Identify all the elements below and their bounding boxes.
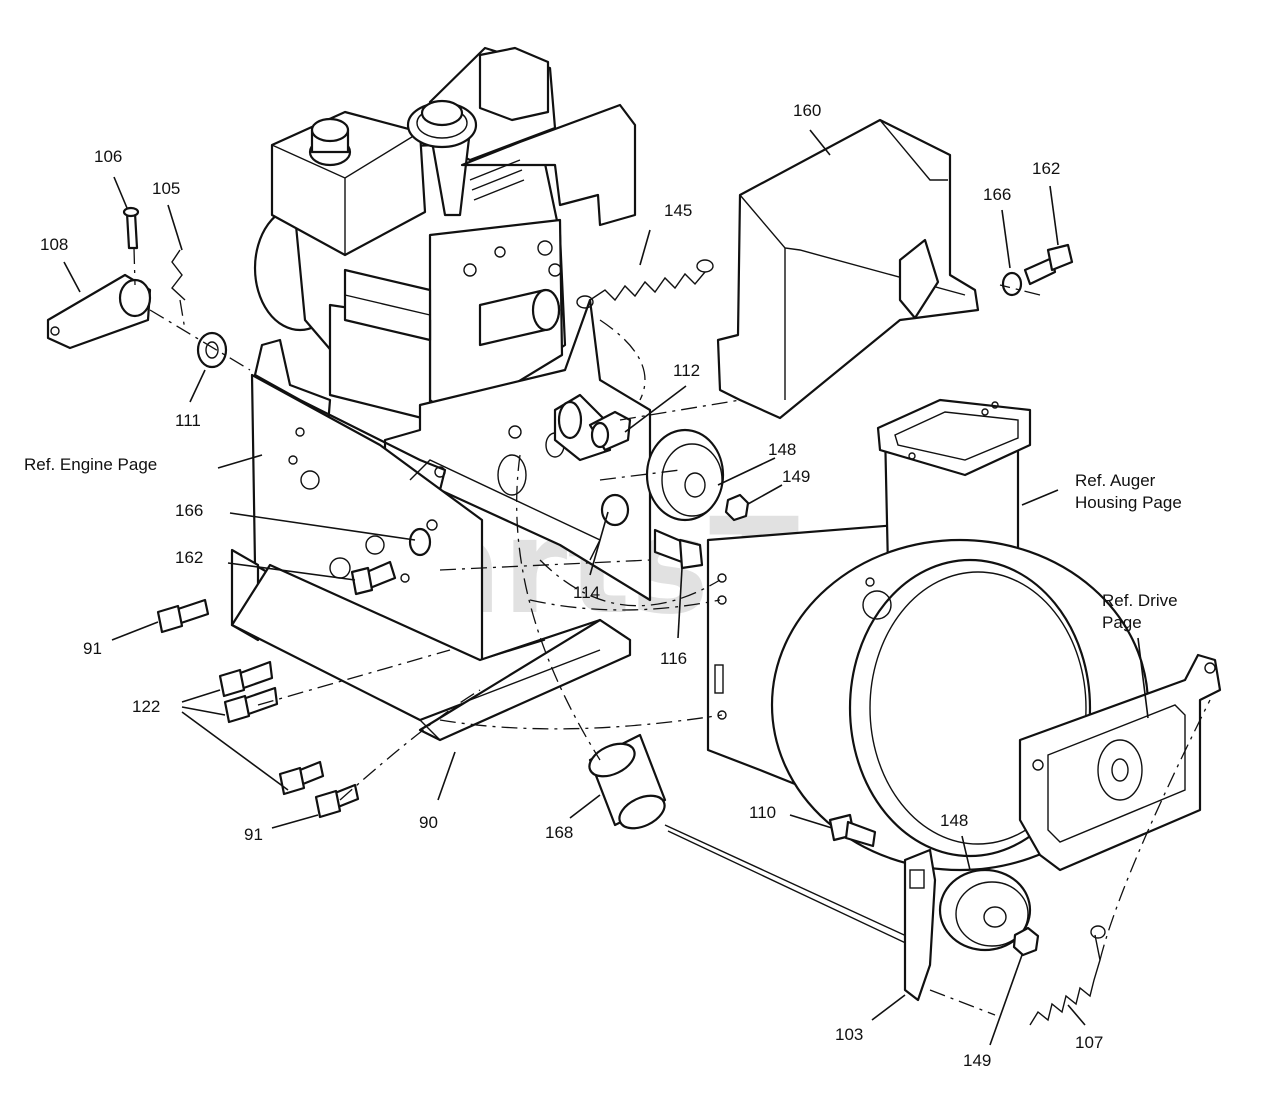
label-162-right: 162 bbox=[1032, 159, 1060, 178]
label-114: 114 bbox=[573, 583, 600, 602]
label-162-left: 162 bbox=[175, 548, 203, 567]
label-91-lower: 91 bbox=[244, 825, 263, 844]
ref-drive-line2: Page bbox=[1102, 613, 1142, 632]
label-91-upper: 91 bbox=[83, 639, 102, 658]
engine-drawing bbox=[253, 46, 637, 422]
label-149-lower: 149 bbox=[963, 1051, 991, 1070]
hardware-drawing bbox=[46, 206, 1106, 1026]
ref-engine-page: Ref. Engine Page bbox=[24, 455, 157, 474]
label-111: 111 bbox=[175, 411, 201, 430]
label-105: 105 bbox=[152, 179, 180, 198]
label-145: 145 bbox=[664, 201, 692, 220]
label-149-upper: 149 bbox=[782, 467, 810, 486]
belt-cover-drawing bbox=[716, 118, 980, 420]
label-112: 112 bbox=[673, 361, 700, 380]
label-168: 168 bbox=[545, 823, 573, 842]
ref-drive-line1: Ref. Drive bbox=[1102, 591, 1178, 610]
alignment-lines bbox=[133, 247, 1211, 1016]
label-148-upper: 148 bbox=[768, 440, 796, 459]
label-166-left: 166 bbox=[175, 501, 203, 520]
frame-drawing bbox=[230, 298, 652, 742]
label-108: 108 bbox=[40, 235, 68, 254]
part-labels: 106 105 108 111 145 160 166 162 112 148 … bbox=[40, 101, 1103, 1070]
ref-auger-line2: Housing Page bbox=[1075, 493, 1182, 512]
drive-plate-drawing bbox=[1018, 653, 1222, 872]
label-103: 103 bbox=[835, 1025, 863, 1044]
label-122: 122 bbox=[132, 697, 160, 716]
reference-labels: Ref. Engine Page Ref. Auger Housing Page… bbox=[24, 455, 1182, 632]
label-106: 106 bbox=[94, 147, 122, 166]
label-116: 116 bbox=[660, 649, 687, 668]
label-90: 90 bbox=[419, 813, 438, 832]
label-166-right: 166 bbox=[983, 185, 1011, 204]
label-107: 107 bbox=[1075, 1033, 1103, 1052]
label-160: 160 bbox=[793, 101, 821, 120]
leader-lines bbox=[63, 129, 1149, 1046]
label-110: 110 bbox=[749, 803, 776, 822]
ref-auger-line1: Ref. Auger bbox=[1075, 471, 1156, 490]
label-148-lower: 148 bbox=[940, 811, 968, 830]
